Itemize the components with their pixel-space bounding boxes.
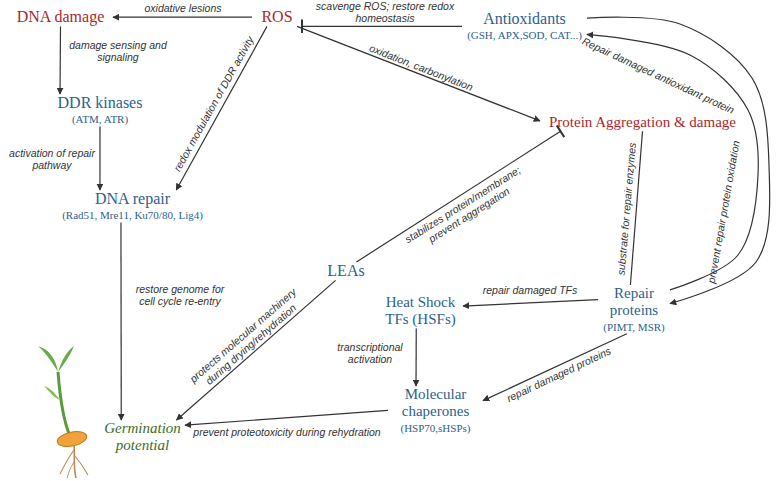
connector	[356, 131, 560, 262]
edge-label: repair damaged proteins	[505, 345, 613, 404]
response-node: DDR kinases(ATM, ATR)	[50, 94, 150, 127]
seed	[56, 429, 88, 449]
stress-node: ROS	[252, 8, 302, 26]
connector	[587, 34, 758, 289]
node-title: ROS	[252, 8, 302, 26]
edge-label: stabilizes protein/membrane; prevent agg…	[396, 160, 535, 259]
leaf	[44, 386, 60, 400]
response-node: Molecular chaperones(HSP70,sHSPs)	[388, 386, 483, 435]
edge-label: transcriptional activation	[330, 342, 410, 365]
response-node: Antioxidants(GSH, APX,SOD, CAT...)	[462, 10, 587, 43]
node-subtitle: (ATM, ATR)	[50, 113, 150, 126]
edge-label: restore genome for cell cycle re-entry	[130, 284, 230, 307]
node-title: Protein Aggregation & damage	[540, 114, 745, 131]
edge-label: activation of repair pathway	[8, 148, 96, 171]
edge-label: oxidative lesions	[144, 3, 221, 15]
node-title: Molecular chaperones	[388, 386, 483, 421]
response-node: DNA repair(Rad51, Mre11, Ku70/80, Lig4)	[45, 190, 220, 223]
node-title: Repair proteins	[598, 285, 670, 320]
edge-label: substrate for repair enzymes	[615, 142, 638, 276]
node-title: DNA damage	[8, 8, 113, 26]
root	[67, 462, 74, 478]
edge-label: oxidation, carbonylation	[368, 42, 475, 93]
node-title: DDR kinases	[50, 94, 150, 112]
connector	[463, 300, 598, 306]
root	[60, 450, 74, 474]
node-subtitle: (Rad51, Mre11, Ku70/80, Lig4)	[45, 209, 220, 222]
leaf	[58, 346, 74, 372]
node-title: Heat Shock TFs (HSFs)	[378, 294, 463, 329]
edge-label: prevent repair protein oxidation	[706, 140, 743, 285]
connector	[185, 410, 388, 425]
edge-label: damage sensing and signaling	[68, 40, 168, 63]
edge-label: Repair damaged antioxidant protein	[580, 36, 736, 117]
edge-label: repair damaged TFs	[483, 285, 578, 297]
connector	[113, 17, 252, 18]
outcome-node: Germination potential	[100, 420, 185, 455]
leaf	[38, 346, 58, 372]
edge-label: redox modulation of DDR activity	[172, 34, 257, 173]
connector	[59, 26, 61, 94]
stress-node: DNA damage	[8, 8, 113, 26]
node-title: LEAs	[320, 262, 372, 280]
response-node: Repair proteins(PIMT, MSR)	[598, 285, 670, 334]
seedling-illustration	[38, 346, 88, 478]
response-node: LEAs	[320, 262, 372, 280]
stem	[58, 372, 70, 436]
node-title: Germination potential	[100, 420, 185, 455]
node-title: DNA repair	[45, 190, 220, 208]
connector	[302, 26, 462, 27]
edge-label: scavenge ROS; restore redox homeostasis	[310, 1, 460, 24]
node-title: Antioxidants	[462, 10, 587, 28]
node-subtitle: (GSH, APX,SOD, CAT...)	[462, 29, 587, 42]
stress-node: Protein Aggregation & damage	[540, 114, 745, 131]
response-node: Heat Shock TFs (HSFs)	[378, 294, 463, 329]
connector	[483, 334, 627, 401]
node-subtitle: (HSP70,sHSPs)	[388, 422, 483, 435]
root	[75, 456, 88, 475]
connector	[176, 26, 267, 190]
root	[74, 444, 76, 478]
connector	[99, 127, 100, 190]
connector	[120, 223, 122, 420]
connector	[415, 329, 416, 387]
edge-label: prevent proteotoxicity during rehydratio…	[193, 427, 380, 439]
node-subtitle: (PIMT, MSR)	[598, 321, 670, 334]
